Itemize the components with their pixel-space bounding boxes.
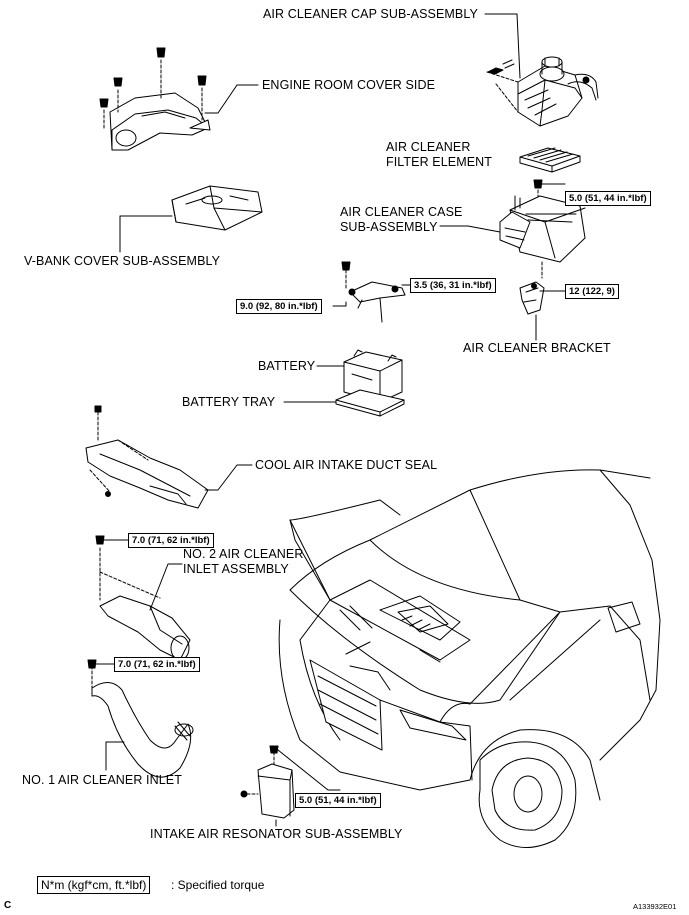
air-cleaner-cap-drawing [486, 56, 599, 127]
filter-element-drawing [519, 147, 581, 173]
label-air-cleaner-bracket: AIR CLEANER BRACKET [463, 341, 611, 355]
label-v-bank-cover: V-BANK COVER SUB-ASSEMBLY [24, 254, 221, 268]
air-cleaner-case-drawing [499, 179, 586, 279]
leader-engine-cover [204, 84, 259, 114]
torque-bracket-upper: 3.5 (36, 31 in.*lbf) [410, 278, 496, 293]
leader-no1 [105, 741, 125, 771]
label-battery: BATTERY [258, 359, 316, 373]
leader-vbank [119, 215, 173, 253]
torque-no1-inlet: 7.0 (71, 62 in.*lbf) [114, 657, 200, 672]
duct-seal-drawing [85, 405, 209, 509]
vehicle-drawing [278, 469, 661, 848]
label-no2-air-cleaner-inlet: NO. 2 AIR CLEANER INLET ASSEMBLY [183, 547, 304, 576]
figure-code: A133932E01 [633, 902, 677, 911]
no1-inlet-drawing [87, 659, 194, 778]
label-air-cleaner-filter-element: AIR CLEANER FILTER ELEMENT [386, 140, 493, 169]
leader-resonator-torque [277, 749, 341, 791]
bracket-drawing [341, 261, 406, 323]
corner-letter: C [4, 900, 12, 911]
resonator-drawing [240, 745, 295, 819]
no2-inlet-drawing [95, 535, 191, 661]
torque-bracket-bolt: 12 (122, 9) [565, 284, 619, 299]
label-air-cleaner-cap: AIR CLEANER CAP SUB-ASSEMBLY [263, 7, 478, 21]
leader-duct-seal [204, 464, 253, 491]
battery-tray-drawing [335, 389, 405, 417]
torque-case-bolt: 5.0 (51, 44 in.*lbf) [565, 191, 651, 206]
label-air-cleaner-case: AIR CLEANER CASE SUB-ASSEMBLY [340, 205, 463, 234]
legend-torque-unit-box: N*m (kgf*cm, ft.*lbf) [37, 876, 151, 894]
leader-cap [484, 13, 521, 79]
label-intake-air-resonator: INTAKE AIR RESONATOR SUB-ASSEMBLY [150, 827, 403, 841]
label-engine-room-cover-side: ENGINE ROOM COVER SIDE [262, 78, 436, 92]
label-cool-air-intake-duct-seal: COOL AIR INTAKE DUCT SEAL [255, 458, 438, 472]
air-cleaner-bracket-drawing [519, 281, 545, 315]
torque-resonator: 5.0 (51, 44 in.*lbf) [295, 793, 381, 808]
torque-no2-inlet: 7.0 (71, 62 in.*lbf) [128, 533, 214, 548]
v-bank-cover-drawing [171, 185, 263, 231]
leader-no2 [149, 563, 183, 611]
leader-case [439, 225, 501, 233]
engine-room-cover-side-drawing [99, 47, 211, 151]
legend-description: : Specified torque [171, 878, 265, 892]
label-no1-air-cleaner-inlet: NO. 1 AIR CLEANER INLET [22, 773, 182, 787]
leader-bracket-lower [332, 301, 347, 307]
label-battery-tray: BATTERY TRAY [182, 395, 276, 409]
torque-bracket-lower: 9.0 (92, 80 in.*lbf) [236, 299, 322, 314]
